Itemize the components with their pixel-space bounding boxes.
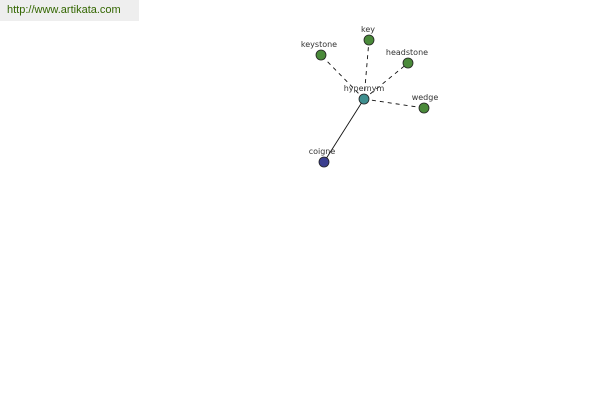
node-circle-hypernym[interactable] [358, 93, 370, 105]
site-banner: http://www.artikata.com [0, 0, 139, 21]
node-hypernym[interactable]: hypernym [344, 84, 385, 105]
node-circle-wedge[interactable] [418, 102, 430, 114]
node-label-headstone: headstone [386, 48, 428, 57]
site-url-link[interactable]: http://www.artikata.com [7, 4, 121, 16]
node-circle-coigne[interactable] [318, 156, 330, 168]
node-label-keystone: keystone [301, 40, 337, 49]
graph-edges [320, 39, 425, 163]
node-keystone[interactable]: keystone [301, 40, 337, 61]
edge-hypernym-key [363, 39, 370, 100]
edge-hypernym-keystone [320, 54, 365, 100]
node-circle-key[interactable] [363, 34, 375, 46]
node-headstone[interactable]: headstone [386, 48, 428, 69]
edge-hypernym-coigne [323, 98, 365, 163]
edge-hypernym-wedge [363, 98, 425, 109]
node-circle-keystone[interactable] [315, 49, 327, 61]
graph-nodes: key keystone headstone wedge coigne hypernym [301, 25, 439, 168]
node-key[interactable]: key [361, 25, 375, 46]
node-label-wedge: wedge [412, 93, 439, 102]
node-coigne[interactable]: coigne [309, 147, 336, 168]
node-label-key: key [361, 25, 375, 34]
node-label-coigne: coigne [309, 147, 336, 156]
node-wedge[interactable]: wedge [412, 93, 439, 114]
node-circle-headstone[interactable] [402, 57, 414, 69]
edge-hypernym-headstone [363, 62, 409, 100]
node-label-hypernym: hypernym [344, 84, 385, 93]
